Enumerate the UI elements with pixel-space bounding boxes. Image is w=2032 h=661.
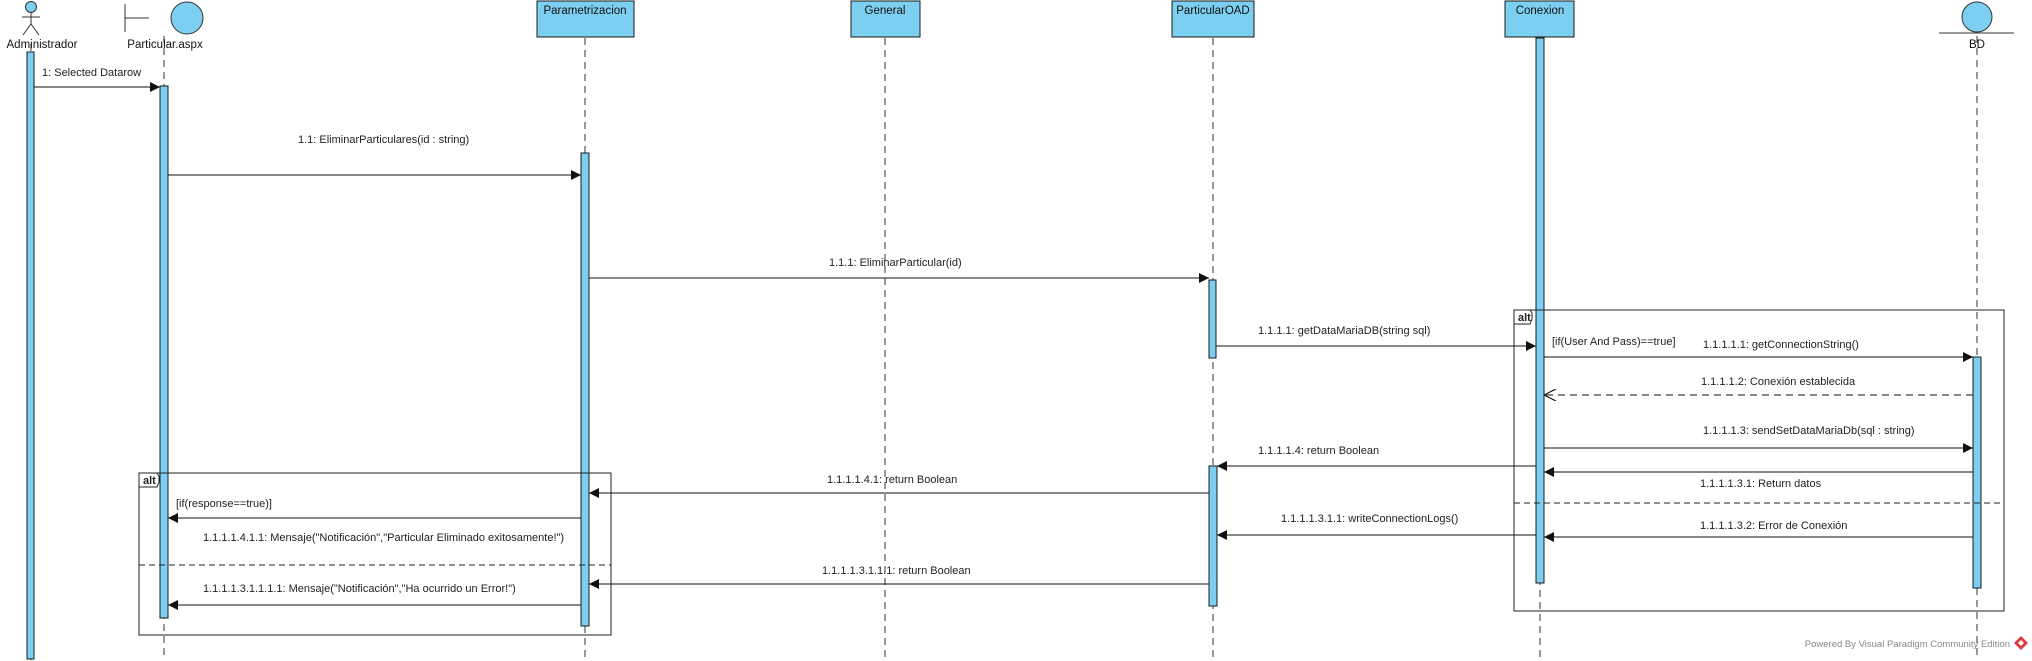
entity-icon	[1939, 1, 2014, 34]
message-1-1-1-1-3-1-1-1-label: 1.1.1.1.3.1.1.1: return Boolean	[822, 565, 971, 577]
participant-parametrizacion: Parametrizacion	[543, 5, 626, 17]
message-1-1-1-1-2-label: 1.1.1.1.2: Conexión establecida	[1701, 376, 1856, 388]
message-1-1-1-1-3-2-label: 1.1.1.1.3.2: Error de Conexión	[1700, 520, 1847, 532]
message-1-1-1-1-4-1-1-label: 1.1.1.1.4.1.1: Mensaje("Notificación","P…	[203, 532, 564, 544]
participant-particular-aspx: Particular.aspx	[127, 39, 203, 51]
alt-fragment-right-guard: [if(User And Pass)==true]	[1552, 336, 1676, 348]
message-1-label: 1: Selected Datarow	[42, 67, 141, 79]
alt-fragment-right	[1513, 309, 2005, 612]
participant-box-parametrizacion	[536, 0, 635, 38]
alt-fragment-left-guard: [if(response==true)]	[176, 498, 272, 510]
activation-particular-oad-2	[1208, 465, 1218, 607]
activation-parametrizacion	[580, 152, 590, 627]
message-1-1-1-label: 1.1.1: EliminarParticular(id)	[829, 257, 962, 269]
message-1-1-1-1-3-1-1-1-1-label: 1.1.1.1.3.1.1.1.1: Mensaje("Notificación…	[203, 583, 516, 595]
message-1-1-1-1-label: 1.1.1.1: getDataMariaDB(string sql)	[1258, 325, 1430, 337]
activation-particular-oad-1	[1208, 279, 1217, 359]
boundary-icon	[124, 1, 204, 35]
participant-box-particular-oad	[1171, 0, 1255, 38]
alt-fragment-right-operator: alt	[1518, 312, 1531, 324]
activation-administrador	[26, 51, 35, 660]
participant-box-general	[850, 0, 921, 38]
alt-fragment-right-tab	[1513, 309, 1533, 325]
message-1-1-1-1-3-1-label: 1.1.1.1.3.1: Return datos	[1700, 478, 1822, 490]
participant-conexion: Conexion	[1516, 5, 1565, 17]
message-1-1-1-1-3-1-1-label: 1.1.1.1.3.1.1: writeConnectionLogs()	[1281, 513, 1458, 525]
participant-bd: BD	[1969, 39, 1985, 51]
alt-fragment-left	[138, 472, 612, 636]
participant-general: General	[865, 5, 906, 17]
visual-paradigm-logo-icon	[2014, 636, 2028, 650]
message-1-1-1-1-3-label: 1.1.1.1.3: sendSetDataMariaDb(sql : stri…	[1703, 425, 1915, 437]
actor-icon	[22, 1, 40, 36]
alt-fragment-left-operator: alt	[143, 475, 156, 487]
participant-administrador: Administrador	[7, 39, 78, 51]
message-1-1-label: 1.1: EliminarParticulares(id : string)	[298, 134, 469, 146]
message-1-1-1-1-1-label: 1.1.1.1.1: getConnectionString()	[1703, 339, 1859, 351]
participant-box-conexion	[1504, 0, 1575, 38]
alt-fragment-left-tab	[138, 472, 160, 488]
message-1-1-1-1-4-1-label: 1.1.1.1.4.1: return Boolean	[827, 474, 957, 486]
activation-bd	[1972, 356, 1982, 589]
activation-particular-aspx	[159, 85, 169, 619]
message-1-1-1-1-4-label: 1.1.1.1.4: return Boolean	[1258, 445, 1379, 457]
footer-watermark: Powered By Visual Paradigm Community Edi…	[1805, 639, 2010, 650]
participant-particular-oad: ParticularOAD	[1176, 5, 1250, 17]
